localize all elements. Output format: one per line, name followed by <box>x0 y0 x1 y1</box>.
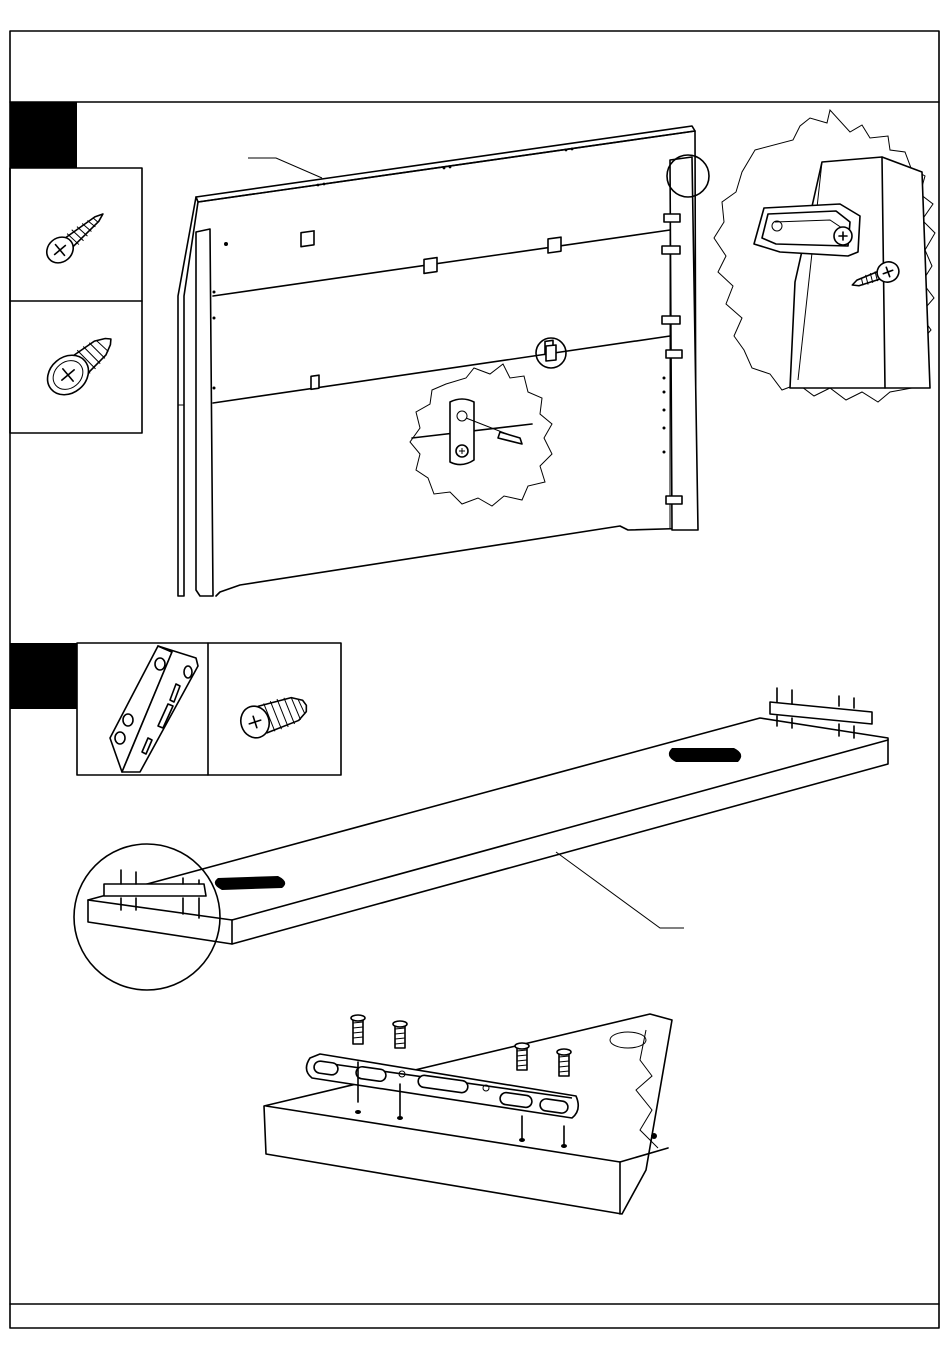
corner-block-detail <box>714 110 935 402</box>
headboard-assembly <box>178 126 709 596</box>
headboard-leader-line <box>248 158 322 178</box>
step-2-number-box <box>10 643 77 709</box>
angle-bracket-icon <box>110 646 198 772</box>
step-1 <box>10 102 935 596</box>
step-1-number-box <box>10 102 77 168</box>
step-2 <box>10 643 888 1214</box>
flange-screw-icon <box>40 325 123 403</box>
side-rail-assembly <box>74 688 888 990</box>
rail-end-enlarged-detail <box>264 1014 672 1214</box>
wood-screw-icon <box>42 205 111 268</box>
short-screw-icon <box>237 690 312 741</box>
step-1-hardware-list <box>10 168 142 433</box>
rail-leader-line <box>556 852 684 928</box>
panel-plate-detail <box>410 364 552 506</box>
step-2-hardware-list <box>77 643 341 775</box>
